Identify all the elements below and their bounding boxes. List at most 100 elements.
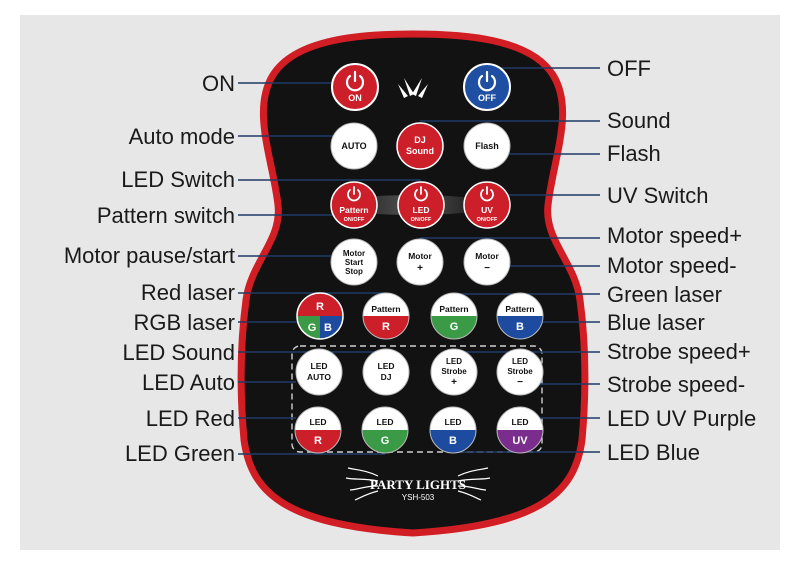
- auto-button-label: AUTO: [341, 141, 366, 151]
- led-strobe-minus-label-1: LED: [512, 357, 528, 366]
- pattern-onoff-button[interactable]: Pattern ON/OFF: [330, 181, 378, 229]
- label-flash: Flash: [607, 141, 661, 166]
- pattern-green-label-1: Pattern: [439, 304, 468, 314]
- led-dj-button[interactable]: LED DJ: [362, 348, 410, 396]
- led-auto-label-1: LED: [311, 361, 328, 371]
- uv-onoff-label-2: ON/OFF: [477, 217, 498, 223]
- model-number: YSH-503: [402, 493, 435, 502]
- flash-button[interactable]: Flash: [463, 122, 511, 170]
- led-blue-label-2: B: [449, 435, 457, 447]
- pattern-blue-label-2: B: [516, 321, 524, 333]
- label-red-laser: Red laser: [141, 280, 235, 305]
- power-icon: [414, 186, 428, 202]
- led-strobe-plus-label-1: LED: [446, 357, 462, 366]
- led-blue-button[interactable]: LED B: [429, 406, 477, 454]
- on-button[interactable]: ON: [331, 63, 379, 111]
- led-green-label-2: G: [381, 435, 390, 447]
- led-green-button[interactable]: LED G: [361, 406, 409, 454]
- motor-minus-label-1: Motor: [475, 251, 499, 261]
- led-strobe-minus-button[interactable]: LED Strobe −: [496, 348, 544, 396]
- led-auto-label-2: AUTO: [307, 372, 331, 382]
- label-led-uv-purple: LED UV Purple: [607, 406, 756, 431]
- motor-plus-label-2: +: [417, 263, 423, 274]
- label-green-laser: Green laser: [607, 282, 722, 307]
- pattern-blue-label-1: Pattern: [505, 304, 534, 314]
- motor-plus-label-1: Motor: [408, 251, 432, 261]
- dj-sound-label-1: DJ: [414, 135, 426, 145]
- motor-minus-label-2: −: [484, 263, 490, 274]
- label-led-sound: LED Sound: [122, 340, 235, 365]
- led-auto-button[interactable]: LED AUTO: [295, 348, 343, 396]
- label-led-blue: LED Blue: [607, 440, 700, 465]
- power-icon: [345, 70, 365, 92]
- pattern-red-button[interactable]: Pattern R: [362, 292, 410, 340]
- brand-name: PARTY LIGHTS: [370, 477, 466, 492]
- led-dj-label-2: DJ: [381, 372, 392, 382]
- uv-onoff-label-1: UV: [481, 205, 493, 215]
- label-strobe-speed-minus: Strobe speed-: [607, 372, 745, 397]
- brand-logo-icon: [398, 78, 428, 98]
- label-on: ON: [202, 71, 235, 96]
- led-blue-label-1: LED: [445, 417, 462, 427]
- label-led-red: LED Red: [146, 406, 235, 431]
- power-icon: [347, 186, 361, 202]
- led-uv-button[interactable]: LED UV: [496, 406, 544, 454]
- motor-start-stop-label-2: Start: [345, 258, 364, 267]
- label-led-auto: LED Auto: [142, 370, 235, 395]
- label-blue-laser: Blue laser: [607, 310, 705, 335]
- off-button[interactable]: OFF: [463, 63, 511, 111]
- label-motor-speed-minus: Motor speed-: [607, 253, 737, 278]
- motor-start-stop-label-3: Stop: [345, 267, 363, 276]
- led-dj-label-1: LED: [378, 361, 395, 371]
- pattern-red-label-1: Pattern: [371, 304, 400, 314]
- label-pattern-switch: Pattern switch: [97, 203, 235, 228]
- led-strobe-plus-label-2: Strobe: [441, 367, 467, 376]
- led-strobe-minus-label-3: −: [517, 377, 523, 388]
- on-button-label: ON: [348, 93, 362, 103]
- led-onoff-label-2: ON/OFF: [411, 217, 432, 223]
- rgb-g-label: G: [308, 322, 317, 334]
- led-strobe-plus-button[interactable]: LED Strobe +: [430, 348, 478, 396]
- led-strobe-minus-label-2: Strobe: [507, 367, 533, 376]
- led-red-label-1: LED: [310, 417, 327, 427]
- wing-right-icon: [457, 467, 491, 501]
- led-onoff-button[interactable]: LED ON/OFF: [397, 181, 445, 229]
- led-uv-label-2: UV: [512, 435, 528, 447]
- led-strobe-plus-label-3: +: [451, 377, 457, 388]
- pattern-green-button[interactable]: Pattern G: [430, 292, 478, 340]
- motor-minus-button[interactable]: Motor −: [463, 238, 511, 286]
- led-onoff-label-1: LED: [413, 205, 430, 215]
- motor-plus-button[interactable]: Motor +: [396, 238, 444, 286]
- flash-button-label: Flash: [475, 141, 499, 151]
- motor-start-stop-button[interactable]: Motor Start Stop: [330, 238, 378, 286]
- off-button-label: OFF: [478, 93, 496, 103]
- power-icon: [480, 186, 494, 202]
- pattern-green-label-2: G: [450, 321, 459, 333]
- pattern-onoff-label-1: Pattern: [339, 205, 368, 215]
- motor-start-stop-label-1: Motor: [343, 249, 365, 258]
- label-off: OFF: [607, 56, 651, 81]
- led-section-outline: [291, 345, 543, 453]
- auto-button[interactable]: AUTO: [330, 122, 378, 170]
- dj-sound-label-2: Sound: [406, 146, 434, 156]
- power-icon: [477, 70, 497, 92]
- rgb-laser-button[interactable]: R G B: [296, 292, 344, 340]
- label-sound: Sound: [607, 108, 671, 133]
- pattern-onoff-label-2: ON/OFF: [344, 217, 365, 223]
- label-uv-switch: UV Switch: [607, 183, 708, 208]
- pattern-blue-button[interactable]: Pattern B: [496, 292, 544, 340]
- rgb-b-label: B: [324, 322, 332, 334]
- wing-left-icon: [345, 467, 379, 501]
- dj-sound-button[interactable]: DJ Sound: [396, 122, 444, 170]
- led-red-button[interactable]: LED R: [294, 406, 342, 454]
- label-rgb-laser: RGB laser: [134, 310, 235, 335]
- label-led-switch: LED Switch: [121, 167, 235, 192]
- led-uv-label-1: LED: [512, 417, 529, 427]
- label-auto-mode: Auto mode: [129, 124, 235, 149]
- label-motor-pause-start: Motor pause/start: [64, 243, 235, 268]
- uv-onoff-button[interactable]: UV ON/OFF: [463, 181, 511, 229]
- label-motor-speed-plus: Motor speed+: [607, 223, 742, 248]
- label-strobe-speed-plus: Strobe speed+: [607, 339, 751, 364]
- led-green-label-1: LED: [377, 417, 394, 427]
